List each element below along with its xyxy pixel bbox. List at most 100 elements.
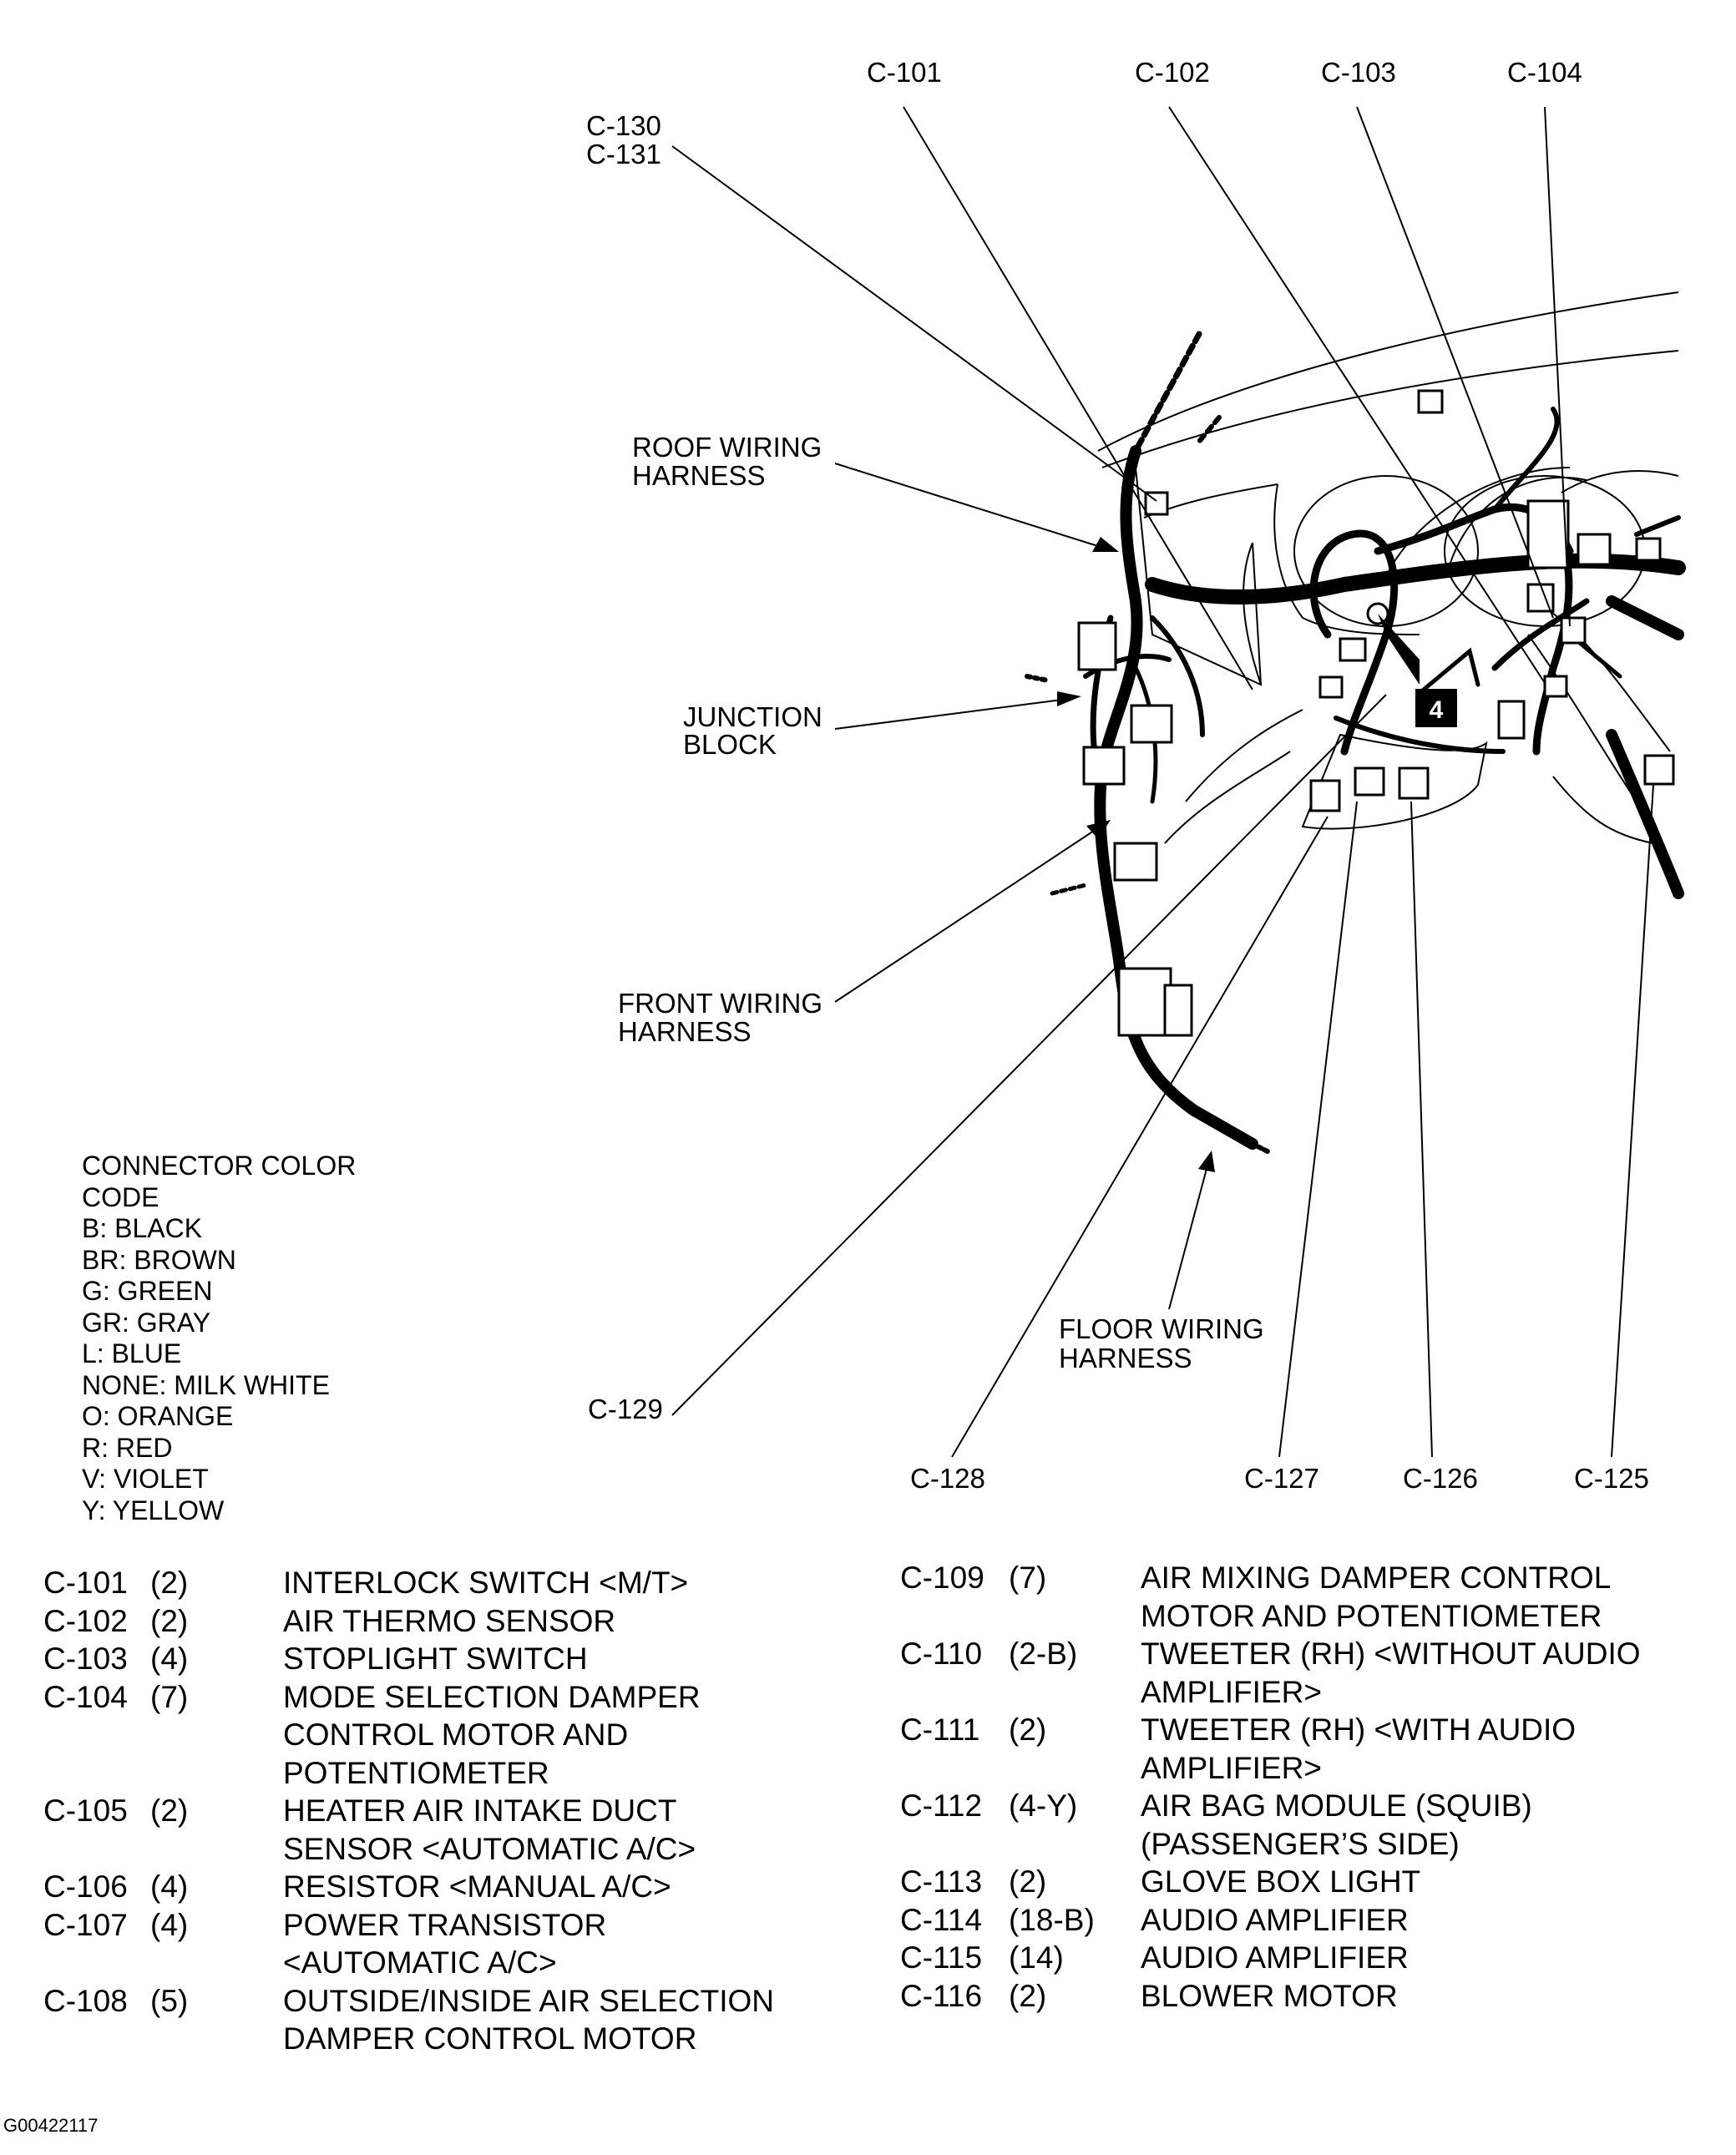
connector-pins: (2) (150, 1566, 189, 1600)
leader-lines (671, 106, 1654, 1458)
callout-floor-line2: HARNESS (1059, 1343, 1192, 1373)
connector-description: STOPLIGHT SWITCH (283, 1642, 588, 1676)
connector-pins: (7) (150, 1679, 189, 1714)
callout-c131: C-131 (586, 139, 661, 169)
connector-block (1643, 754, 1675, 786)
connector-description: TWEETER (RH) <WITHOUT AUDIO AMPLIFIER> (1141, 1636, 1641, 1709)
legend-entry: B: BLACK (82, 1213, 203, 1243)
table-row: C-114 (18-B) AUDIO AMPLIFIER (900, 1901, 1727, 1940)
connector-description: AUDIO AMPLIFIER (1141, 1902, 1409, 1937)
connector-id: C-111 (900, 1712, 980, 1747)
connector-block (1077, 621, 1117, 671)
connector-id: C-116 (900, 1978, 983, 2013)
connector-block (1339, 637, 1367, 662)
connector-id: C-110 (900, 1636, 983, 1671)
callout-badge: 4 (1378, 614, 1457, 727)
table-row: C-101 (2) INTERLOCK SWITCH <M/T> (43, 1564, 845, 1602)
table-row: C-108(5)OUTSIDE/INSIDE AIR SELECTION DAM… (43, 1982, 845, 2058)
callout-front-line1: FRONT WIRING (618, 988, 822, 1019)
table-row: C-113(2)GLOVE BOX LIGHT (900, 1863, 1727, 1901)
connector-color-legend: CONNECTOR COLOR CODE B: BLACK BR: BROWN … (82, 1151, 356, 1526)
connector-block (1117, 967, 1172, 1037)
connector-block (1543, 675, 1568, 698)
connector-pins: (4) (150, 1907, 189, 1942)
callout-c128: C-128 (910, 1463, 985, 1494)
legend-entry: V: VIOLET (82, 1464, 209, 1494)
connector-pins: (2) (150, 1793, 189, 1828)
callout-c101: C-101 (867, 57, 942, 88)
table-row: C-111 (2) TWEETER (RH) <WITH AUDIO AMPLIFI… (900, 1711, 1727, 1787)
callout-junction-line2: BLOCK (683, 729, 777, 760)
connector-id: C-106 (43, 1869, 128, 1904)
connector-block (1635, 537, 1662, 562)
legend-entry: Y: YELLOW (82, 1495, 225, 1525)
dashboard-outline (1097, 291, 1679, 844)
callout-c129: C-129 (588, 1394, 663, 1424)
connector-description: HEATER AIR INTAKE DUCT SENSOR <AUTOMATIC… (283, 1793, 696, 1866)
connector-pins: (2-B) (1009, 1636, 1078, 1671)
legend-entry: NONE: MILK WHITE (82, 1369, 330, 1400)
connector-pins: (4-Y) (1009, 1788, 1078, 1823)
legend-entry: O: ORANGE (82, 1401, 234, 1431)
callout-front-line2: HARNESS (618, 1016, 752, 1047)
table-row: C-109(7)AIR MIXING DAMPER CONTROL MOTOR … (900, 1559, 1727, 1635)
callout-c125: C-125 (1574, 1463, 1649, 1494)
legend-title: CONNECTOR COLOR (82, 1151, 357, 1181)
badge-label: 4 (1430, 696, 1444, 724)
callout-junction-line1: JUNCTION (683, 701, 822, 732)
callout-c102: C-102 (1135, 57, 1210, 88)
connector-description: INTERLOCK SWITCH <M/T> (283, 1566, 689, 1600)
figure-id: G00422117 (3, 2115, 99, 2136)
connector-pins: (2) (1009, 1864, 1047, 1899)
connector-block (1354, 766, 1385, 797)
connector-id: C-101 (43, 1566, 128, 1600)
connector-description: TWEETER (RH) <WITH AUDIO AMPLIFIER> (1141, 1712, 1577, 1785)
table-row: C-104(7)MODE SELECTION DAMPER CONTROL MO… (43, 1678, 845, 1793)
callout-c104: C-104 (1507, 57, 1582, 88)
connector-id: C-109 (900, 1561, 984, 1595)
connector-block (1560, 616, 1587, 645)
legend-entry: R: RED (82, 1432, 173, 1463)
connector-table-left: C-101(2)INTERLOCK SWITCH <M/T> C-102(2)A… (43, 1564, 845, 2058)
connector-id: C-112 (900, 1788, 983, 1823)
connector-block (1497, 700, 1526, 740)
callout-c127: C-127 (1244, 1463, 1319, 1494)
connector-block (1318, 675, 1344, 699)
connector-table-right: C-109(7)AIR MIXING DAMPER CONTROL MOTOR … (900, 1559, 1727, 2015)
connector-description: OUTSIDE/INSIDE AIR SELECTION DAMPER CONT… (283, 1983, 775, 2056)
connector-description: BLOWER MOTOR (1141, 1978, 1398, 2013)
connector-description: POWER TRANSISTOR <AUTOMATIC A/C> (283, 1907, 607, 1980)
connector-pins: (2) (1009, 1712, 1047, 1747)
table-row: C-107(4)POWER TRANSISTOR <AUTOMATIC A/C> (43, 1906, 845, 1982)
connector-id: C-103 (43, 1642, 128, 1676)
connector-description: AIR THERMO SENSOR (283, 1603, 616, 1638)
connector-pins: (18-B) (1009, 1902, 1095, 1937)
connector-id: C-105 (43, 1793, 128, 1828)
legend-title: CODE (82, 1181, 159, 1212)
table-row: C-115 (14) AUDIO AMPLIFIER (900, 1939, 1727, 1977)
connector-description: GLOVE BOX LIGHT (1141, 1864, 1421, 1899)
callout-roof-line2: HARNESS (632, 460, 766, 491)
legend-entry: G: GREEN (82, 1276, 213, 1306)
table-row: C-112(4-Y)AIR BAG MODULE (SQUIB) (PASSEN… (900, 1787, 1727, 1863)
connector-id: C-108 (43, 1983, 128, 2018)
table-row: C-116(2)BLOWER MOTOR (900, 1977, 1727, 2016)
connector-pins: (7) (1009, 1561, 1047, 1595)
connector-block (1163, 984, 1193, 1037)
connector-block (1577, 533, 1612, 566)
callout-c103: C-103 (1321, 57, 1396, 88)
connector-block (1130, 704, 1173, 744)
connector-description: RESISTOR <MANUAL A/C> (283, 1869, 671, 1904)
connector-id: C-114 (900, 1902, 983, 1937)
connector-description: AUDIO AMPLIFIER (1141, 1940, 1409, 1975)
connector-id: C-104 (43, 1679, 128, 1714)
connector-id: C-115 (900, 1940, 983, 1975)
connector-block (1526, 499, 1570, 569)
arrow-leaders (834, 463, 1207, 1310)
arrowheads (1057, 537, 1215, 1172)
connector-pins: (4) (150, 1869, 189, 1904)
legend-entry: L: BLUE (82, 1338, 182, 1368)
connector-block (1113, 842, 1158, 882)
connector-block (1082, 746, 1126, 786)
connector-pins: (14) (1009, 1940, 1064, 1975)
